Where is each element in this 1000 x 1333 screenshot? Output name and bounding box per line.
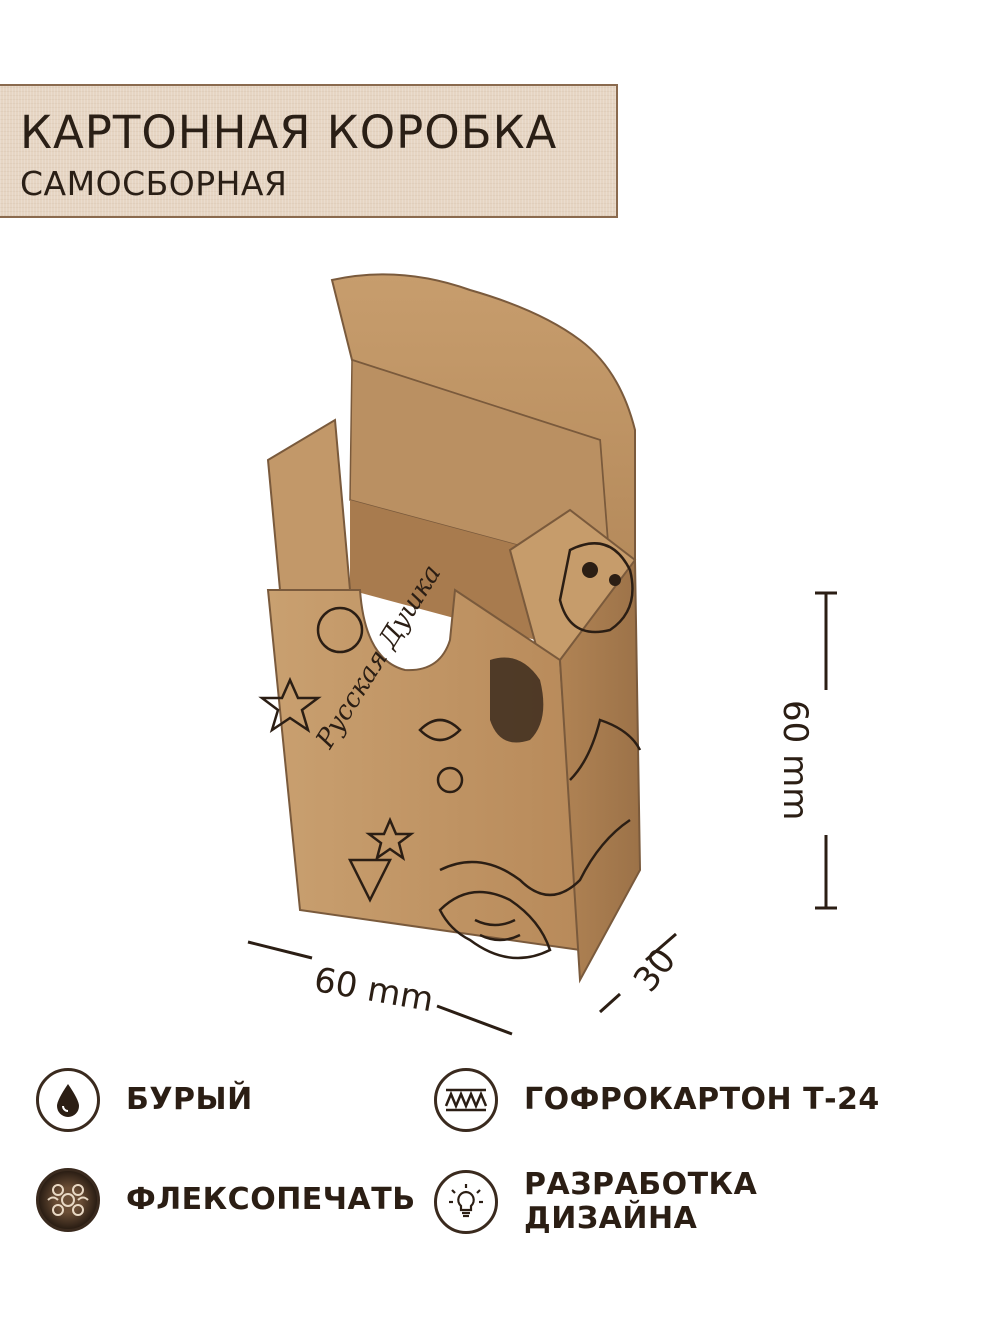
feature-color: БУРЫЙ xyxy=(36,1068,253,1132)
box-left-flap xyxy=(266,418,352,591)
drop-icon xyxy=(36,1068,100,1132)
page-subtitle: САМОСБОРНАЯ xyxy=(20,164,288,203)
corrugated-icon xyxy=(434,1068,498,1132)
feature-design: РАЗРАБОТКА ДИЗАЙНА xyxy=(434,1168,757,1236)
height-dimension-label: 60 mm xyxy=(775,700,815,821)
box-side xyxy=(558,557,642,984)
box-front xyxy=(266,588,582,952)
feature-print-label: ФЛЕКСОПЕЧАТЬ xyxy=(126,1182,416,1217)
feature-material-label: ГОФРОКАРТОН Т-24 xyxy=(524,1082,880,1117)
feature-design-label: РАЗРАБОТКА ДИЗАЙНА xyxy=(524,1168,757,1236)
feature-color-label: БУРЫЙ xyxy=(126,1082,253,1117)
feature-design-label-line2: ДИЗАЙНА xyxy=(524,1201,698,1236)
box-lid xyxy=(330,273,636,572)
feature-print: ФЛЕКСОПЕЧАТЬ xyxy=(36,1168,416,1232)
box-print-pattern xyxy=(258,606,642,960)
title-banner: КАРТОННАЯ КОРОБКА САМОСБОРНАЯ xyxy=(0,84,618,218)
feature-design-label-line1: РАЗРАБОТКА xyxy=(524,1167,758,1202)
feature-material: ГОФРОКАРТОН Т-24 xyxy=(434,1068,880,1132)
lightbulb-icon xyxy=(434,1170,498,1234)
pattern-icon xyxy=(36,1168,100,1232)
cardboard-box-image: Русская Душка xyxy=(258,273,642,984)
page-title: КАРТОННАЯ КОРОБКА xyxy=(20,106,558,159)
